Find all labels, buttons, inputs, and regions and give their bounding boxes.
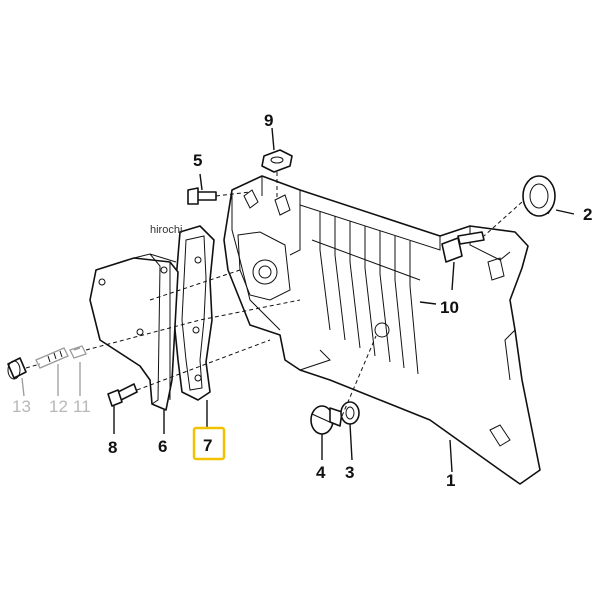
- stud-part-12: [35, 347, 69, 369]
- bolt-part-11: [69, 345, 87, 359]
- label-part-11[interactable]: 11: [73, 397, 91, 416]
- screw-part-8: [107, 383, 138, 407]
- label-part-7[interactable]: 7: [203, 436, 212, 455]
- label-part-8[interactable]: 8: [108, 438, 117, 457]
- label-part-5[interactable]: 5: [193, 151, 202, 170]
- label-part-9[interactable]: 9: [264, 111, 273, 130]
- label-part-6[interactable]: 6: [158, 437, 167, 456]
- label-part-12[interactable]: 12: [49, 397, 68, 416]
- screw-part-5: [187, 187, 217, 205]
- housing-part-1: [223, 175, 541, 485]
- watermark-text: hirochi: [150, 224, 182, 236]
- label-part-13[interactable]: 13: [12, 397, 31, 416]
- cover-plate-part-6: [89, 253, 179, 411]
- label-part-4[interactable]: 4: [316, 463, 326, 482]
- seal-part-2: [522, 175, 556, 217]
- label-part-1[interactable]: 1: [446, 471, 455, 490]
- gasket-part-7: [173, 225, 215, 401]
- highlight-box-part-7: [192, 426, 226, 461]
- label-part-2[interactable]: 2: [583, 205, 592, 224]
- assembly-lines: [25, 172, 523, 417]
- screw-part-10: [441, 231, 485, 263]
- cap-part-13: [7, 357, 27, 380]
- nut-part-9: [261, 149, 293, 173]
- label-part-10[interactable]: 10: [440, 298, 459, 317]
- plug-part-4: [310, 405, 343, 435]
- label-part-3[interactable]: 3: [345, 463, 354, 482]
- leader-lines: [21, 127, 575, 473]
